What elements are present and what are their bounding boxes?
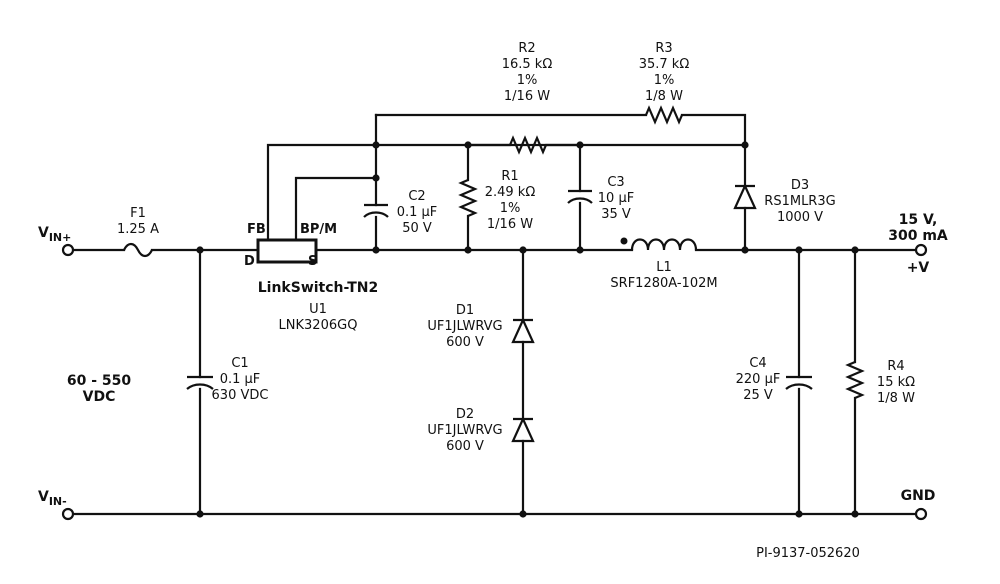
c1-ref: C1 [231, 356, 248, 371]
r1-value: 2.49 kΩ [485, 185, 536, 200]
c2-rating: 50 V [402, 221, 432, 236]
diode-d1-symbol [511, 317, 535, 344]
c2-value: 0.1 µF [397, 205, 438, 220]
r4-value: 15 kΩ [877, 375, 915, 390]
ground-label: GND [901, 488, 936, 504]
c3-value: 10 µF [598, 191, 634, 206]
u1-ref: U1 [309, 302, 327, 317]
capacitor-c1-symbol [186, 375, 214, 390]
output-polarity-label: +V [907, 260, 930, 276]
r3-tolerance: 1% [654, 73, 675, 88]
output-current-label: 300 mA [888, 228, 948, 244]
wires [72, 113, 917, 516]
r2-value: 16.5 kΩ [502, 57, 553, 72]
junction-dot [795, 246, 803, 254]
r3-value: 35.7 kΩ [639, 57, 690, 72]
capacitor-c4-symbol [785, 375, 813, 390]
c4-value: 220 µF [736, 372, 781, 387]
c1-rating: 630 VDC [212, 388, 269, 403]
wire-r3-right [680, 113, 747, 147]
input-range-line2: VDC [83, 389, 116, 405]
u1-pin-d: D [244, 254, 255, 269]
output-terminal [914, 243, 928, 257]
c1-value: 0.1 µF [220, 372, 261, 387]
resistor-r3-symbol [644, 105, 684, 125]
junction-dot [196, 510, 204, 518]
junction-dot [795, 510, 803, 518]
inductor-l1-symbol [620, 237, 698, 251]
d3-ref: D3 [791, 178, 809, 193]
d2-ref: D2 [456, 407, 474, 422]
junction-dot [519, 510, 527, 518]
junction-dot [372, 246, 380, 254]
r1-tolerance: 1% [500, 201, 521, 216]
u1-pin-s: S [308, 254, 317, 269]
junction-dot [576, 246, 584, 254]
d3-rating: 1000 V [777, 210, 823, 225]
vin-minus-terminal [61, 507, 75, 521]
diode-d3-symbol [733, 183, 757, 210]
f1-value: 1.25 A [117, 222, 159, 237]
junction-dot [372, 141, 380, 149]
input-range-line1: 60 - 550 [67, 373, 132, 389]
junction-dot [741, 141, 749, 149]
junction-dot [851, 510, 859, 518]
r2-tolerance: 1% [517, 73, 538, 88]
d1-part: UF1JLWRVG [427, 319, 502, 334]
f1-ref: F1 [130, 206, 146, 221]
capacitor-c2-symbol [363, 203, 389, 218]
d1-rating: 600 V [446, 335, 484, 350]
r2-ref: R2 [518, 41, 535, 56]
r1-power: 1/16 W [487, 217, 533, 232]
vin-plus-terminal [61, 243, 75, 257]
junction-dot [372, 174, 380, 182]
r1-ref: R1 [501, 169, 518, 184]
junctions [196, 141, 859, 518]
l1-part: SRF1280A-102M [610, 276, 717, 291]
resistor-r2-symbol [468, 135, 580, 155]
u1-pin-bpm: BP/M [300, 222, 337, 237]
resistor-r4-symbol [845, 360, 865, 400]
d3-part: RS1MLR3G [764, 194, 835, 209]
c4-ref: C4 [749, 356, 766, 371]
r4-power: 1/8 W [877, 391, 915, 406]
wire-fb-top [266, 143, 747, 242]
drawing-number: PI-9137-052620 [756, 546, 860, 561]
resistor-r1-symbol [458, 178, 478, 218]
l1-ref: L1 [656, 260, 672, 275]
d2-rating: 600 V [446, 439, 484, 454]
capacitor-c3-symbol [567, 189, 593, 204]
c2-ref: C2 [408, 189, 425, 204]
r4-ref: R4 [887, 359, 904, 374]
ic-u1-body [256, 238, 318, 264]
junction-dot [519, 246, 527, 254]
u1-pin-fb: FB [247, 222, 266, 237]
r2-power: 1/16 W [504, 89, 550, 104]
r3-ref: R3 [655, 41, 672, 56]
u1-part: LNK3206GQ [279, 318, 358, 333]
c3-rating: 35 V [601, 207, 631, 222]
ground-terminal [914, 507, 928, 521]
d1-ref: D1 [456, 303, 474, 318]
diode-d2-symbol [511, 416, 535, 443]
vin-plus-label: VIN+ [38, 225, 71, 244]
fuse-f1-symbol [123, 242, 153, 258]
r3-power: 1/8 W [645, 89, 683, 104]
c3-ref: C3 [607, 175, 624, 190]
d2-part: UF1JLWRVG [427, 423, 502, 438]
junction-dot [741, 246, 749, 254]
output-voltage-label: 15 V, [899, 212, 938, 228]
u1-brand: LinkSwitch-TN2 [258, 280, 379, 296]
wire-bpm [294, 176, 378, 242]
c4-rating: 25 V [743, 388, 773, 403]
junction-dot [851, 246, 859, 254]
vin-minus-label: VIN- [38, 489, 67, 508]
junction-dot [196, 246, 204, 254]
junction-dot [464, 246, 472, 254]
